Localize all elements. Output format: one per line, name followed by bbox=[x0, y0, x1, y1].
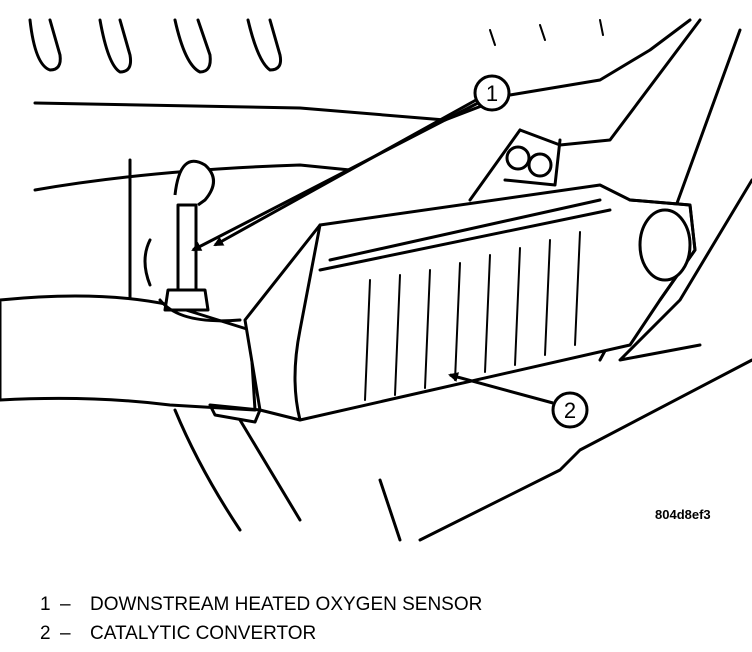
callout-1: 1 bbox=[191, 74, 511, 252]
legend-item: 2–CATALYTIC CONVERTOR bbox=[40, 619, 482, 648]
callout-2-number: 2 bbox=[564, 398, 576, 423]
bracket-nuts bbox=[503, 138, 562, 187]
legend-item-label: DOWNSTREAM HEATED OXYGEN SENSOR bbox=[90, 594, 483, 615]
heat-shield-slots bbox=[28, 18, 282, 74]
figure-id: 804d8ef3 bbox=[655, 507, 711, 522]
catalytic-convertor-diagram: 1 2 bbox=[0, 18, 752, 542]
legend-item-number: 2 bbox=[40, 623, 51, 644]
legend-item-separator: – bbox=[60, 594, 71, 615]
legend-item: 1–DOWNSTREAM HEATED OXYGEN SENSOR bbox=[40, 590, 482, 619]
exhaust-pipe bbox=[0, 294, 302, 532]
callout-1-number: 1 bbox=[486, 81, 498, 106]
callout-2-leader bbox=[448, 372, 554, 405]
callout-2: 2 bbox=[448, 372, 589, 429]
legend-item-number: 1 bbox=[40, 594, 51, 615]
legend-item-separator: – bbox=[60, 623, 71, 644]
legend: 1–DOWNSTREAM HEATED OXYGEN SENSOR 2–CATA… bbox=[40, 590, 482, 648]
floor-pan-outline bbox=[33, 18, 752, 542]
oxygen-sensor bbox=[143, 159, 242, 323]
legend-item-label: CATALYTIC CONVERTOR bbox=[90, 623, 317, 644]
callout-1-leader bbox=[213, 98, 477, 247]
catalytic-convertor-body bbox=[208, 183, 697, 424]
